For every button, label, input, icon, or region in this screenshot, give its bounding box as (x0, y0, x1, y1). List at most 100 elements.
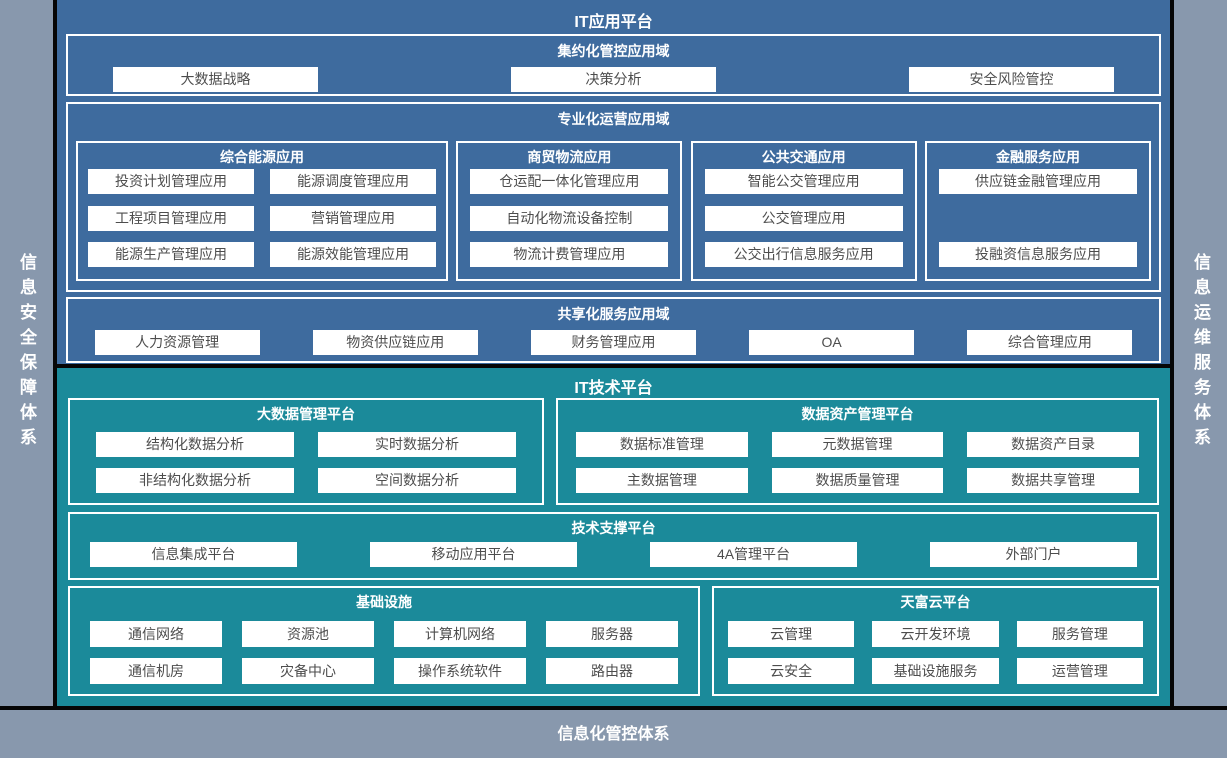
node-chip: 信息集成平台 (90, 541, 297, 567)
node-chip: 自动化物流设备控制 (470, 205, 669, 231)
tianfu-cloud-group-title: 天富云平台 (900, 594, 971, 610)
it-technology-platform-title: IT技术平台 (574, 380, 653, 397)
specialized-operation-groups: 综合能源应用 投资计划管理应用能源调度管理应用工程项目管理应用营销管理应用能源生… (76, 141, 1151, 281)
node-chip: 能源效能管理应用 (270, 242, 436, 267)
node-chip: 物资供应链应用 (312, 330, 478, 355)
node-chip: 安全风险管控 (909, 67, 1114, 92)
financial-service-nodes: 供应链金融管理应用投融资信息服务应用 (927, 169, 1149, 279)
node-chip: 能源调度管理应用 (270, 169, 436, 194)
node-chip: 人力资源管理 (94, 330, 260, 355)
node-chip: OA (749, 330, 915, 355)
info-security-assurance-label: 信息安全保障体系 (17, 253, 36, 453)
node-chip: 综合管理应用 (967, 330, 1133, 355)
node-chip: 服务器 (546, 620, 678, 647)
big-data-platform-group: 大数据管理平台 结构化数据分析实时数据分析非结构化数据分析空间数据分析 (68, 398, 544, 505)
specialized-operation-domain-title: 专业化运营应用域 (557, 111, 670, 127)
node-chip: 服务管理 (1016, 620, 1143, 647)
big-data-platform-nodes: 结构化数据分析实时数据分析非结构化数据分析空间数据分析 (70, 426, 542, 503)
node-chip: 数据共享管理 (967, 468, 1139, 493)
trade-logistics-group-title: 商贸物流应用 (527, 149, 612, 165)
it-application-platform-section: IT应用平台 集约化管控应用域 大数据战略 决策分析 安全风险管控 专业化运营应用域… (57, 0, 1170, 368)
tech-support-platform-title: 技术支撑平台 (571, 520, 656, 536)
node-chip: 财务管理应用 (530, 330, 696, 355)
data-asset-platform-title: 数据资产管理平台 (801, 406, 914, 422)
node-chip: 通信网络 (90, 620, 222, 647)
intensive-control-domain-title: 集约化管控应用域 (557, 43, 670, 59)
node-chip: 公交管理应用 (704, 205, 903, 231)
infrastructure-row: 基础设施 通信网络资源池计算机网络服务器通信机房灾备中心操作系统软件路由器 天富… (68, 586, 1159, 696)
node-chip: 营销管理应用 (270, 205, 436, 231)
node-chip: 供应链金融管理应用 (938, 169, 1137, 194)
node-chip: 实时数据分析 (318, 432, 516, 457)
node-chip: 空间数据分析 (318, 468, 516, 493)
informatization-control-label: 信息化管控体系 (557, 726, 670, 743)
node-chip: 仓运配一体化管理应用 (470, 169, 669, 194)
node-chip: 结构化数据分析 (96, 432, 294, 457)
shared-service-domain-title: 共享化服务应用域 (557, 306, 670, 322)
node-chip: 4A管理平台 (650, 541, 857, 567)
node-chip: 非结构化数据分析 (96, 468, 294, 493)
node-chip: 公交出行信息服务应用 (704, 242, 903, 267)
node-chip: 决策分析 (511, 67, 716, 92)
node-chip: 基础设施服务 (872, 657, 999, 684)
tech-support-row: 技术支撑平台 信息集成平台 移动应用平台 4A管理平台 外部门户 (68, 512, 1159, 580)
shared-service-nodes: 人力资源管理 物资供应链应用 财务管理应用 OA 综合管理应用 (68, 330, 1159, 355)
tech-support-platform-nodes: 信息集成平台 移动应用平台 4A管理平台 外部门户 (70, 540, 1157, 578)
node-chip: 智能公交管理应用 (704, 169, 903, 194)
node-chip: 云开发环境 (872, 620, 999, 647)
node-chip: 通信机房 (90, 657, 222, 684)
specialized-operation-domain: 专业化运营应用域 综合能源应用 投资计划管理应用能源调度管理应用工程项目管理应用… (66, 102, 1161, 292)
public-transport-group-title: 公共交通应用 (761, 149, 846, 165)
data-asset-platform-group: 数据资产管理平台 数据标准管理元数据管理数据资产目录主数据管理数据质量管理数据共… (556, 398, 1159, 505)
node-chip: 运营管理 (1016, 657, 1143, 684)
node-chip: 投资计划管理应用 (88, 169, 254, 194)
node-chip: 路由器 (546, 657, 678, 684)
integrated-energy-nodes: 投资计划管理应用能源调度管理应用工程项目管理应用营销管理应用能源生产管理应用能源… (78, 169, 446, 279)
node-chip: 投融资信息服务应用 (938, 242, 1137, 267)
integrated-energy-group-title: 综合能源应用 (220, 149, 304, 165)
tech-support-platform-group: 技术支撑平台 信息集成平台 移动应用平台 4A管理平台 外部门户 (68, 512, 1159, 580)
infrastructure-group-title: 基础设施 (356, 594, 412, 610)
intensive-control-nodes: 大数据战略 决策分析 安全风险管控 (68, 67, 1159, 92)
node-chip: 外部门户 (930, 541, 1137, 567)
it-application-platform-title: IT应用平台 (574, 14, 653, 31)
node-chip: 元数据管理 (771, 432, 944, 457)
node-chip: 计算机网络 (394, 620, 526, 647)
trade-logistics-nodes: 仓运配一体化管理应用自动化物流设备控制物流计费管理应用 (458, 169, 680, 279)
node-chip: 移动应用平台 (370, 541, 577, 567)
node-chip: 数据质量管理 (771, 468, 944, 493)
node-chip: 数据资产目录 (967, 432, 1139, 457)
node-chip: 灾备中心 (242, 657, 374, 684)
main-panel: IT应用平台 集约化管控应用域 大数据战略 决策分析 安全风险管控 专业化运营应用域… (53, 0, 1174, 706)
tianfu-cloud-group: 天富云平台 云管理云开发环境服务管理云安全基础设施服务运营管理 (712, 586, 1159, 696)
financial-service-group: 金融服务应用 供应链金融管理应用投融资信息服务应用 (924, 141, 1151, 281)
data-asset-platform-nodes: 数据标准管理元数据管理数据资产目录主数据管理数据质量管理数据共享管理 (558, 426, 1157, 503)
node-chip: 主数据管理 (576, 468, 748, 493)
integrated-energy-group: 综合能源应用 投资计划管理应用能源调度管理应用工程项目管理应用营销管理应用能源生… (76, 141, 448, 281)
public-transport-group: 公共交通应用 智能公交管理应用公交管理应用公交出行信息服务应用 (690, 141, 917, 281)
diagram-upper-zone: 信息安全保障体系 IT应用平台 集约化管控应用域 大数据战略 决策分析 安全风险管控… (0, 0, 1227, 710)
node-chip: 能源生产管理应用 (88, 242, 254, 267)
node-chip: 云管理 (728, 620, 855, 647)
public-transport-nodes: 智能公交管理应用公交管理应用公交出行信息服务应用 (693, 169, 915, 279)
node-chip: 工程项目管理应用 (88, 205, 254, 231)
infrastructure-nodes: 通信网络资源池计算机网络服务器通信机房灾备中心操作系统软件路由器 (70, 614, 698, 694)
infrastructure-group: 基础设施 通信网络资源池计算机网络服务器通信机房灾备中心操作系统软件路由器 (68, 586, 700, 696)
shared-service-domain: 共享化服务应用域 人力资源管理 物资供应链应用 财务管理应用 OA 综合管理应用 (66, 297, 1161, 363)
it-technology-platform-section: IT技术平台 大数据管理平台 结构化数据分析实时数据分析非结构化数据分析空间数据… (57, 368, 1170, 706)
node-chip: 物流计费管理应用 (470, 242, 669, 267)
node-chip: 数据标准管理 (576, 432, 748, 457)
trade-logistics-group: 商贸物流应用 仓运配一体化管理应用自动化物流设备控制物流计费管理应用 (456, 141, 683, 281)
left-rail: 信息安全保障体系 (0, 0, 53, 706)
node-chip: 资源池 (242, 620, 374, 647)
right-rail: 信息运维服务体系 (1174, 0, 1227, 706)
tianfu-cloud-nodes: 云管理云开发环境服务管理云安全基础设施服务运营管理 (714, 614, 1157, 694)
financial-service-group-title: 金融服务应用 (995, 149, 1080, 165)
node-chip: 操作系统软件 (394, 657, 526, 684)
node-chip: 大数据战略 (113, 67, 318, 92)
intensive-control-domain: 集约化管控应用域 大数据战略 决策分析 安全风险管控 (66, 34, 1161, 96)
big-data-platform-title: 大数据管理平台 (257, 406, 355, 422)
info-ops-service-label: 信息运维服务体系 (1191, 253, 1210, 453)
bottom-rail: 信息化管控体系 (0, 710, 1227, 754)
